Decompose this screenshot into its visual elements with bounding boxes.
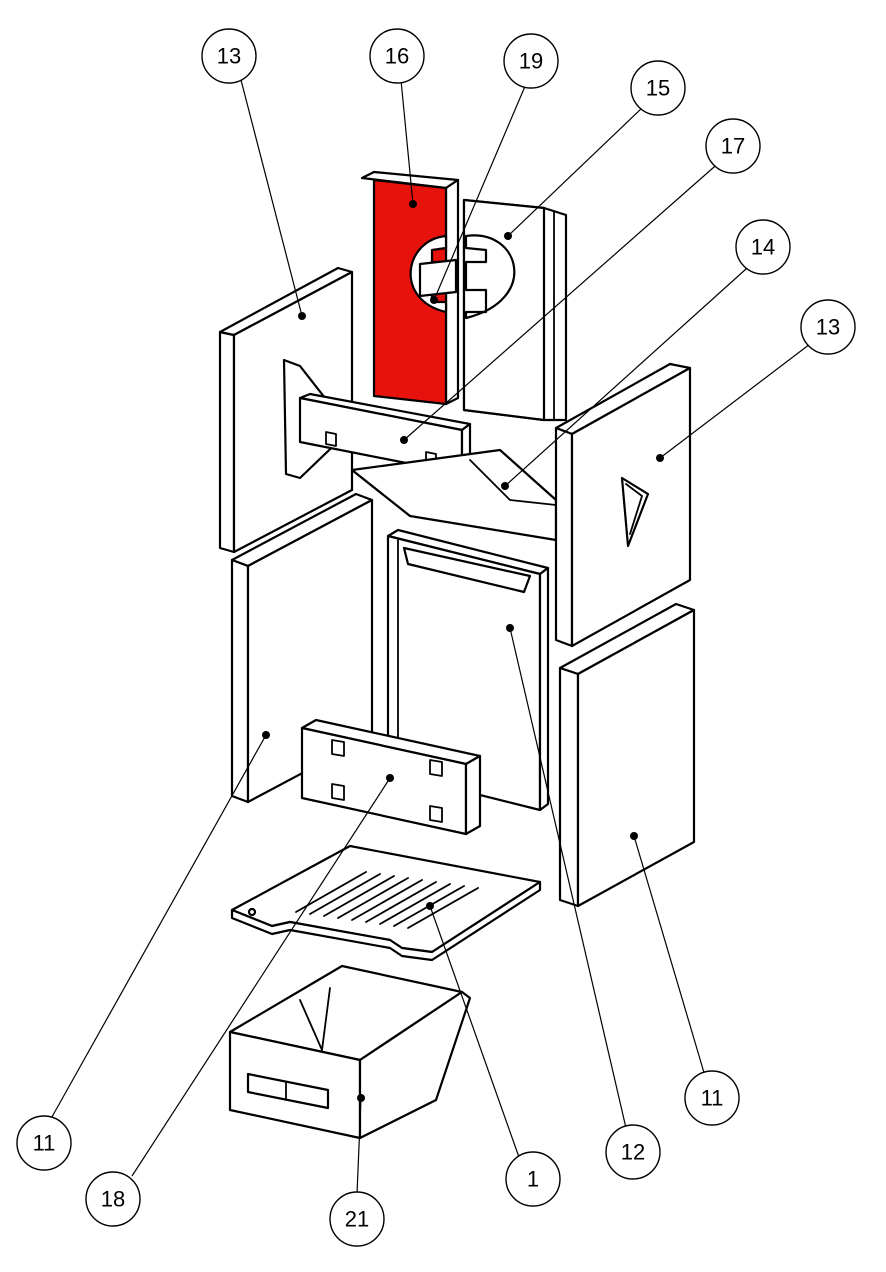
callout-label: 14 — [751, 235, 775, 260]
callout-label: 1 — [527, 1167, 539, 1192]
leader-lines — [47, 79, 811, 1195]
callout-16: 16 — [369, 28, 425, 84]
part-12 — [386, 528, 550, 812]
callout-label: 21 — [345, 1207, 369, 1232]
callout-18: 18 — [85, 1171, 141, 1227]
callout-13-right: 13 — [800, 299, 856, 355]
part-17 — [282, 358, 472, 480]
part-15 — [462, 198, 568, 422]
callout-1: 1 — [505, 1151, 561, 1207]
part-13-right — [554, 362, 692, 648]
callout-15: 15 — [630, 60, 686, 116]
callout-label: 18 — [101, 1187, 125, 1212]
callout-13-upper-left: 13 — [201, 28, 257, 84]
part-1-grate — [230, 844, 542, 962]
callout-label: 19 — [519, 49, 543, 74]
callout-label: 12 — [621, 1140, 645, 1165]
callout-11-right: 11 — [684, 1070, 740, 1126]
part-18 — [300, 718, 482, 836]
callout-17: 17 — [705, 118, 761, 174]
callout-label: 11 — [33, 1131, 56, 1156]
callout-label: 11 — [701, 1086, 724, 1111]
callout-label: 15 — [646, 76, 670, 101]
callout-label: 16 — [385, 44, 409, 69]
callout-label: 13 — [217, 44, 241, 69]
callout-11-left: 11 — [16, 1115, 72, 1171]
callout-label: 13 — [816, 315, 840, 340]
callout-12: 12 — [605, 1124, 661, 1180]
part-16-highlighted — [360, 170, 460, 406]
part-11-right — [558, 602, 696, 908]
callout-21: 21 — [329, 1191, 385, 1247]
callout-14: 14 — [735, 219, 791, 275]
callout-19: 19 — [503, 33, 559, 89]
callout-label: 17 — [721, 134, 745, 159]
part-14 — [350, 448, 558, 542]
part-21-ashpan — [228, 964, 472, 1140]
